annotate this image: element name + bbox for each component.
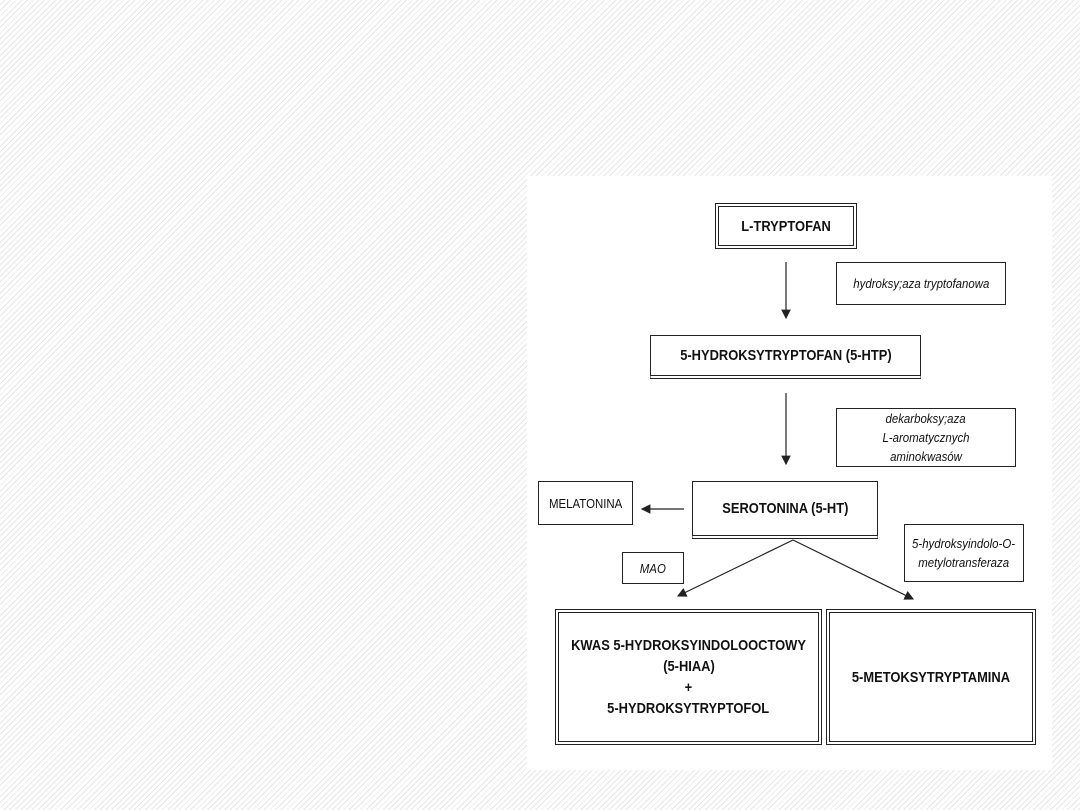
node-5-methoxytryptamine: 5-METOKSYTRYPTAMINA xyxy=(829,612,1033,742)
enzyme-5-hydroxyindole-o-methyltransferase: 5-hydroksyindolo-O- metylotransferaza xyxy=(904,524,1024,582)
enzyme-mao: MAO xyxy=(622,552,684,584)
node-l-tryptophan: L-TRYPTOFAN xyxy=(718,206,854,246)
arrow-serotonin-to-methoxytryptamine xyxy=(792,539,915,600)
node-serotonin: SEROTONINA (5-HT) xyxy=(692,481,878,539)
enzyme-aromatic-decarboxylase: dekarboksy;aza L-aromatycznych aminokwas… xyxy=(836,408,1016,467)
enzyme-tryptophan-hydroxylase: hydroksy;aza tryptofanowa xyxy=(836,262,1006,305)
arrow-serotonin-to-hiaa xyxy=(676,539,794,597)
node-5-hiaa: KWAS 5-HYDROKSYINDOLOOCTOWY (5-HIAA) + 5… xyxy=(558,612,819,742)
node-5-htp: 5-HYDROKSYTRYPTOFAN (5-HTP) xyxy=(650,335,921,379)
node-melatonin: MELATONINA xyxy=(538,481,633,525)
